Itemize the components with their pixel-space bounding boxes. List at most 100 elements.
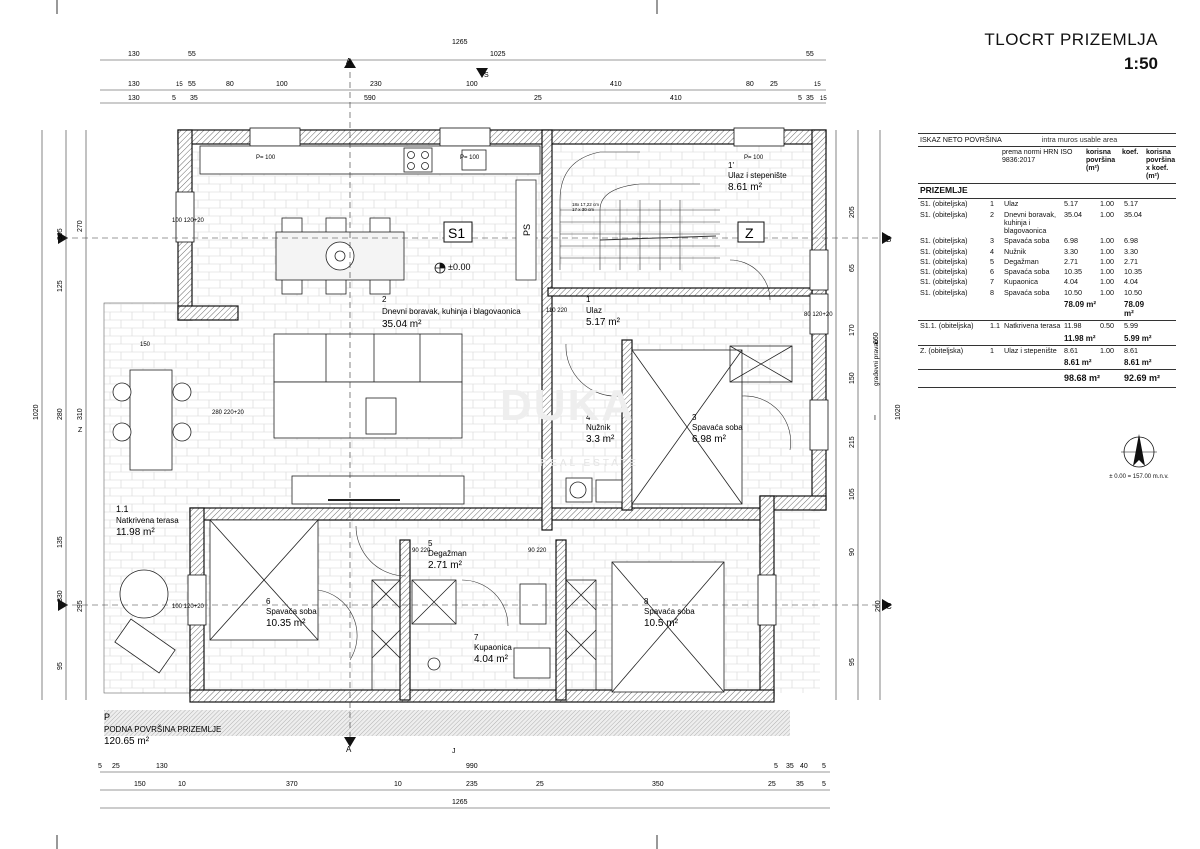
room-11-no: 1.1 xyxy=(116,504,129,514)
p-label-1: P= 100 xyxy=(256,155,276,161)
dim-bot2-7: 350 xyxy=(652,781,664,788)
dim-bot2-6: 25 xyxy=(536,781,544,788)
dim-bot2-5: 235 xyxy=(466,781,478,788)
room-4-name: Nužnik xyxy=(586,423,611,432)
room-z1-name: Ulaz i stepenište xyxy=(728,171,787,180)
dim-top-1025: 1025 xyxy=(490,51,506,58)
door-label-1: 110 220 xyxy=(546,308,568,314)
dim-bot2-4: 10 xyxy=(394,781,402,788)
window-label-3: 80 120+20 xyxy=(804,312,833,318)
dim-bot2-10: 5 xyxy=(822,781,826,788)
dim-row3-8: 35 xyxy=(806,95,814,102)
dim-left-125: 125 xyxy=(57,280,64,292)
dim-bot2-1: 150 xyxy=(134,781,146,788)
dim-bottom-total: 1265 xyxy=(452,799,468,806)
kitchen-counter xyxy=(199,145,541,175)
room-2-no: 2 xyxy=(382,295,387,304)
area-table: ISKAZ NETO POVRŠINA intra muros usable a… xyxy=(918,133,1176,388)
room-3-no: 3 xyxy=(692,413,697,422)
living-furniture xyxy=(273,333,465,505)
dim-right-215: 215 xyxy=(849,436,856,448)
dim-right-660: 660 xyxy=(873,332,880,344)
dim-left-270: 270 xyxy=(77,220,84,232)
sheet-title-block: TLOCRT PRIZEMLJA 1:50 xyxy=(984,30,1158,74)
dim-top-total: 1265 xyxy=(452,39,468,46)
watermark-sub: REAL ESTATE xyxy=(540,458,639,469)
dim-left-280: 280 xyxy=(57,408,64,420)
room-z1-area: 8.61 m² xyxy=(728,182,763,193)
window-label-4: 280 220+20 xyxy=(212,410,245,416)
dim-row2-9: 80 xyxy=(746,81,754,88)
dim-row3-3: 35 xyxy=(190,95,198,102)
dim-right-95: 95 xyxy=(849,658,856,666)
dim-row2-8: 410 xyxy=(610,81,622,88)
section-mark-c: C xyxy=(886,602,892,611)
dim-right-260: 260 xyxy=(875,600,882,612)
dim-right-65: 65 xyxy=(849,264,856,272)
unit-tag-s1: S1 xyxy=(443,221,473,243)
door-label-3: 90 220 xyxy=(412,548,431,554)
frame-ticks xyxy=(56,0,658,849)
room-1-name: Ulaz xyxy=(586,306,602,315)
dim-bot1-2: 25 xyxy=(112,763,120,770)
dim-row2-6: 230 xyxy=(370,81,382,88)
level-mark-icon xyxy=(434,262,446,274)
section-mark-a-top: A xyxy=(346,57,352,66)
dim-bot1-8: 5 xyxy=(822,763,826,770)
room-7-no: 7 xyxy=(474,633,479,642)
floor-plan-drawing: A A B C S J I Z 1265 130 55 1025 55 130 … xyxy=(33,0,900,849)
dim-row3-1: 130 xyxy=(128,95,140,102)
p-label-2: P= 100 xyxy=(460,155,480,161)
dim-row2-7: 100 xyxy=(466,81,478,88)
room-8-name: Spavaća soba xyxy=(644,607,695,616)
building-line-label: građevni pravac xyxy=(873,339,880,386)
dim-row3-9: 15 xyxy=(820,96,827,102)
p-mark: P xyxy=(104,712,110,722)
sheet-title: TLOCRT PRIZEMLJA xyxy=(984,30,1158,49)
room-7-area: 4.04 m² xyxy=(474,654,509,665)
section-mark-b: B xyxy=(886,235,891,244)
room-11-name: Natkrivena terasa xyxy=(116,516,179,525)
room-labels: 1 Ulaz 5.17 m² 2 Dnevni boravak, kuhinja… xyxy=(116,161,787,665)
dim-row2-11: 15 xyxy=(814,82,821,88)
dim-right-105: 105 xyxy=(849,488,856,500)
level-mark: ±0.00 xyxy=(448,262,470,272)
area-table-header: ISKAZ NETO POVRŠINA intra muros usable a… xyxy=(918,133,1176,148)
room-3-area: 6.98 m² xyxy=(692,434,727,445)
room-1-no: 1 xyxy=(586,295,591,304)
area-table-columns: prema normi HRN ISO 9836:2017 korisna po… xyxy=(1002,147,1176,183)
room-8-area: 10.5 m² xyxy=(644,618,679,629)
room-4-no: 4 xyxy=(586,413,591,422)
room-7-name: Kupaonica xyxy=(474,643,512,652)
svg-text:Z: Z xyxy=(745,225,754,241)
room-1-area: 5.17 m² xyxy=(586,317,621,328)
ground-hatch xyxy=(104,710,790,736)
watermark: DUKA xyxy=(500,381,635,430)
dim-left-305: 305 xyxy=(57,228,64,240)
col-result: korisna površina x koef.(m²) xyxy=(1146,149,1176,181)
room-5-name: Degažman xyxy=(428,549,467,558)
unit-tag-z: Z xyxy=(737,221,765,243)
dim-right-205: 205 xyxy=(849,206,856,218)
ps-box xyxy=(515,179,537,281)
dim-bot2-3: 370 xyxy=(286,781,298,788)
dim-bot1-3: 130 xyxy=(156,763,168,770)
dim-bot1-5: 5 xyxy=(774,763,778,770)
dim-right-150: 150 xyxy=(849,372,856,384)
dim-left-310: 310 xyxy=(77,408,84,420)
section-mark-j: J xyxy=(452,748,456,755)
dim-bot2-8: 25 xyxy=(768,781,776,788)
room-8-no: 8 xyxy=(644,597,649,606)
stairs xyxy=(559,151,720,270)
dim-row3-4: 590 xyxy=(364,95,376,102)
room-3-name: Spavaća soba xyxy=(692,423,743,432)
dim-row2-5: 100 xyxy=(276,81,288,88)
sheet-scale: 1:50 xyxy=(1123,54,1158,73)
